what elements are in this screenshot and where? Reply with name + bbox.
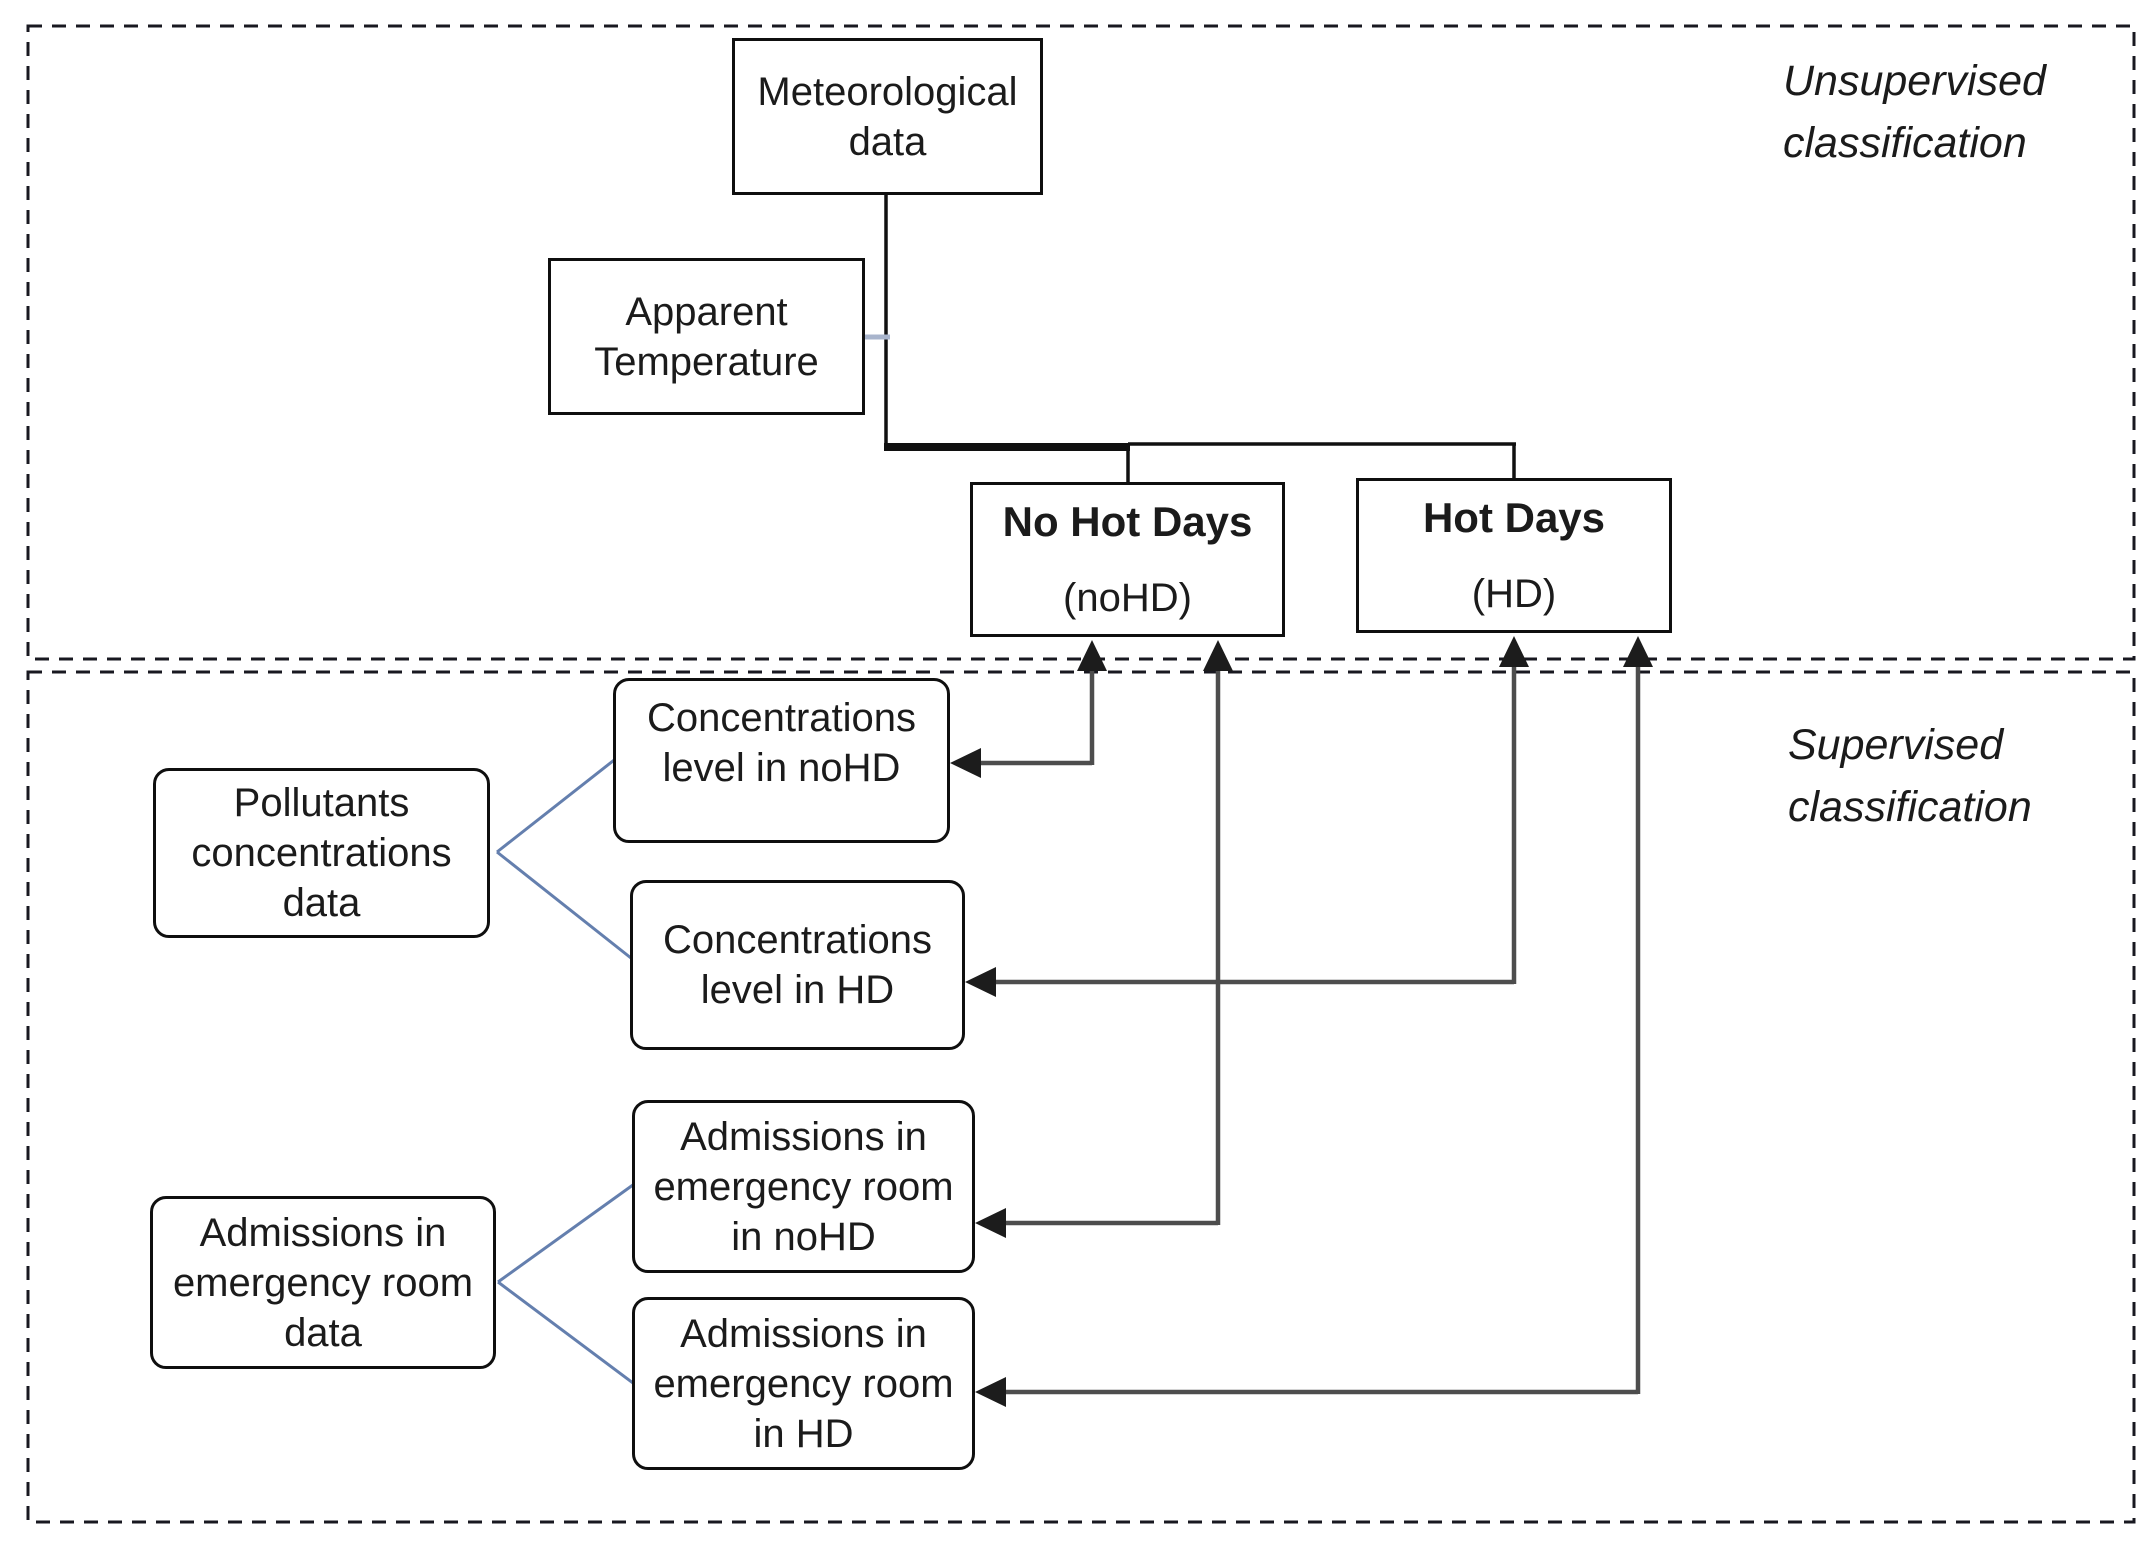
arrow-adm-hd-to-hot-days: [975, 636, 1653, 1407]
hot-days-title: Hot Days: [1422, 494, 1606, 542]
hot-days-abbrev: (HD): [1471, 571, 1557, 616]
meteorological-data-box: Meteorological data: [732, 38, 1043, 195]
pollutants-split-connector: [496, 755, 637, 964]
supervised-section-frame: [26, 670, 2136, 1524]
hot-days-box: Hot Days (HD): [1356, 478, 1672, 633]
concentrations-level-nohd-label: Concentrations level in noHD: [646, 696, 917, 790]
arrow-conc-nohd-to-no-hot-days: [950, 640, 1107, 778]
admissions-emergency-room-nohd-label: Admissions in emergency room in noHD: [653, 1114, 954, 1259]
supervised-classification-label: Supervised classification: [1788, 721, 2032, 832]
admissions-split-connector: [497, 1180, 638, 1388]
meteorological-data-label: Meteorological data: [757, 69, 1018, 164]
admissions-emergency-room-hd-label: Admissions in emergency room in HD: [653, 1311, 954, 1456]
admissions-emergency-room-data-label: Admissions in emergency room data: [172, 1210, 474, 1355]
no-hot-days-abbrev: (noHD): [1063, 575, 1192, 620]
arrow-adm-nohd-to-no-hot-days: [975, 640, 1233, 1238]
concentrations-level-hd-box: Concentrations level in HD: [630, 880, 965, 1050]
tree-connectors: [862, 195, 1516, 486]
concentrations-level-nohd-box: Concentrations level in noHD: [613, 678, 950, 843]
no-hot-days-box: No Hot Days (noHD): [970, 482, 1285, 637]
no-hot-days-title: No Hot Days: [1002, 498, 1253, 546]
pollutants-concentrations-data-label: Pollutants concentrations data: [191, 781, 452, 925]
unsupervised-section-frame: [26, 24, 2136, 661]
admissions-emergency-room-data-box: Admissions in emergency room data: [150, 1196, 496, 1369]
arrow-conc-hd-to-hot-days: [965, 636, 1529, 997]
apparent-temperature-label: Apparent Temperature: [594, 289, 819, 384]
admissions-emergency-room-hd-box: Admissions in emergency room in HD: [632, 1297, 975, 1470]
unsupervised-classification-label: Unsupervised classification: [1783, 57, 2046, 168]
admissions-emergency-room-nohd-box: Admissions in emergency room in noHD: [632, 1100, 975, 1273]
apparent-temperature-box: Apparent Temperature: [548, 258, 865, 415]
concentrations-level-hd-label: Concentrations level in HD: [662, 918, 933, 1012]
pollutants-concentrations-data-box: Pollutants concentrations data: [153, 768, 490, 938]
